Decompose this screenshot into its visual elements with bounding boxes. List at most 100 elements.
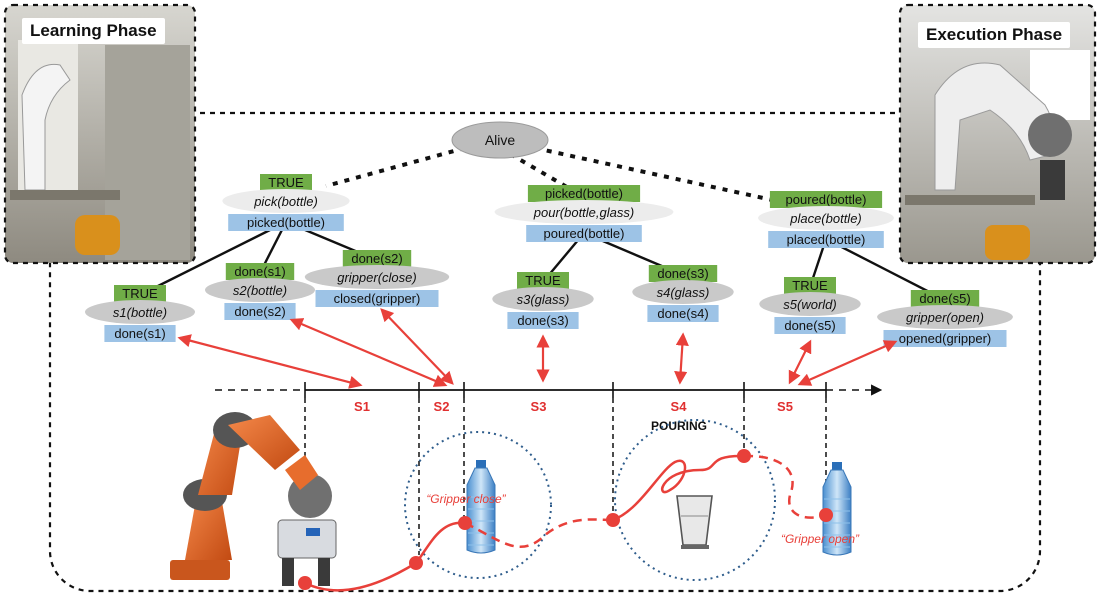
trajectory: [298, 449, 833, 592]
glass-base: [681, 545, 709, 549]
waypoint-3: [458, 516, 472, 530]
subtree-action-label: pour(bottle,glass): [533, 205, 634, 220]
gripper-label: [306, 528, 320, 536]
workspace-frame: [48, 111, 1042, 593]
subtree-pre-box: [769, 191, 883, 208]
leaf-node-4: TRUE s3(glass) done(s3): [492, 272, 594, 329]
tree-nodes: AliveTRUEpick(bottle)picked(bottle)picke…: [85, 121, 1013, 347]
leaf-action-label: s4(glass): [657, 285, 710, 300]
subtree-action-label: place(bottle): [789, 211, 862, 226]
gripper-finger-left: [282, 558, 294, 586]
correspondence-arrow-1: [177, 334, 363, 389]
gripper-finger-right: [318, 558, 330, 586]
segment-label-s1: S1: [354, 399, 370, 414]
subtree-node-3: poured(bottle)place(bottle)placed(bottle…: [758, 191, 894, 248]
leaf-node-5: done(s3) s4(glass) done(s4): [632, 265, 734, 322]
bottle-icon-grasp-cap: [476, 460, 486, 468]
trajectory-segment-s4: [612, 454, 745, 522]
pouring-label: POURING: [651, 419, 707, 433]
correspondence-arrow-3: [380, 308, 454, 385]
leaf-action-label: gripper(close): [337, 270, 416, 285]
leaf-action-label: s5(world): [783, 297, 836, 312]
robot-link-4: [285, 455, 318, 490]
subtree-pre-label: picked(bottle): [545, 186, 623, 201]
glass-icon: [676, 495, 713, 549]
subtree-action-ellipse: [222, 189, 350, 213]
leaf-node-3: done(s2) gripper(close) closed(gripper): [304, 250, 450, 307]
waypoint-5: [737, 449, 751, 463]
leaf-post-label: done(s4): [657, 306, 708, 321]
waypoint-4: [606, 513, 620, 527]
subtree-post-box: [228, 214, 344, 231]
bottle-icon-grasp: [466, 460, 496, 554]
execution-phase-photo: [898, 3, 1097, 265]
edge-leaf-1: [139, 220, 287, 297]
bottle-icon-placed-cap: [832, 462, 842, 470]
bottle-icon-placed-body: [822, 469, 852, 556]
leaf-action-ellipse: [304, 265, 450, 289]
leaf-post-box: [883, 330, 1007, 347]
leaf-pre-box: [114, 285, 166, 302]
leaf-post-label: done(s1): [114, 326, 165, 341]
segment-label-s2: S2: [434, 399, 450, 414]
subtree-post-box: [526, 225, 642, 242]
edge-leaf-7: [825, 237, 946, 302]
leaf-pre-box: [225, 263, 295, 280]
root-label: Alive: [485, 132, 516, 148]
leaf-node-1: TRUE s1(bottle) done(s1): [85, 285, 195, 342]
subtree-pre-box: [260, 174, 312, 191]
pour-region-circle: [614, 419, 776, 581]
subtree-pre-box: [527, 185, 641, 202]
leaf-post-box: [315, 290, 439, 307]
correspondence-arrow-7: [797, 340, 898, 386]
correspondence-arrow-5: [674, 332, 689, 385]
leaf-pre-box: [342, 250, 412, 267]
leaf-post-label: closed(gripper): [334, 291, 421, 306]
leaf-post-box: [774, 317, 846, 334]
leaf-pre-label: done(s2): [351, 251, 402, 266]
trajectory-segment-s3: [464, 518, 614, 548]
subtree-action-label: pick(bottle): [253, 194, 318, 209]
leaf-pre-box: [910, 290, 980, 307]
leaf-pre-label: TRUE: [792, 278, 828, 293]
robot-link-3: [228, 415, 300, 470]
leaf-pre-label: done(s3): [657, 266, 708, 281]
leaf-post-label: opened(gripper): [899, 331, 992, 346]
robot-arm-icon: [170, 412, 332, 580]
learning-phase-photo: [3, 3, 197, 265]
robot-base: [170, 560, 230, 580]
segment-label-s4: S4: [671, 399, 688, 414]
gripper-close-annotation: “Gripper close”: [426, 492, 506, 506]
leaf-post-label: done(s3): [517, 313, 568, 328]
leaf-post-box: [224, 303, 296, 320]
execution-scene: “Gripper close” “Gripper open”: [170, 412, 860, 592]
leaf-action-ellipse: [632, 280, 734, 304]
leaf-action-label: s1(bottle): [113, 305, 167, 320]
leaf-pre-label: TRUE: [525, 273, 561, 288]
subtree-pre-label: TRUE: [268, 175, 304, 190]
subtree-post-box: [768, 231, 884, 248]
leaf-pre-box: [648, 265, 718, 282]
waypoint-2: [409, 556, 423, 570]
waypoint-1: [298, 576, 312, 590]
leaf-action-label: s3(glass): [517, 292, 570, 307]
gripper-icon: [277, 519, 337, 586]
segment-label-s5: S5: [777, 399, 793, 414]
trajectory-segment-s1: [304, 561, 417, 592]
leaf-pre-label: TRUE: [122, 286, 158, 301]
subtree-action-ellipse: [758, 206, 894, 230]
subtree-node-2: picked(bottle)pour(bottle,glass)poured(b…: [494, 185, 674, 242]
learning-phase-label: Learning Phase: [22, 18, 165, 44]
leaf-post-label: done(s2): [234, 304, 285, 319]
leaf-pre-label: done(s5): [919, 291, 970, 306]
leaf-post-box: [647, 305, 719, 322]
leaf-node-7: done(s5)gripper(open)opened(gripper): [877, 290, 1013, 347]
subtree-action-ellipse: [494, 200, 674, 224]
gripper-open-annotation: “Gripper open”: [781, 532, 860, 546]
correspondence-arrows: [177, 308, 898, 389]
leaf-post-box: [104, 325, 176, 342]
